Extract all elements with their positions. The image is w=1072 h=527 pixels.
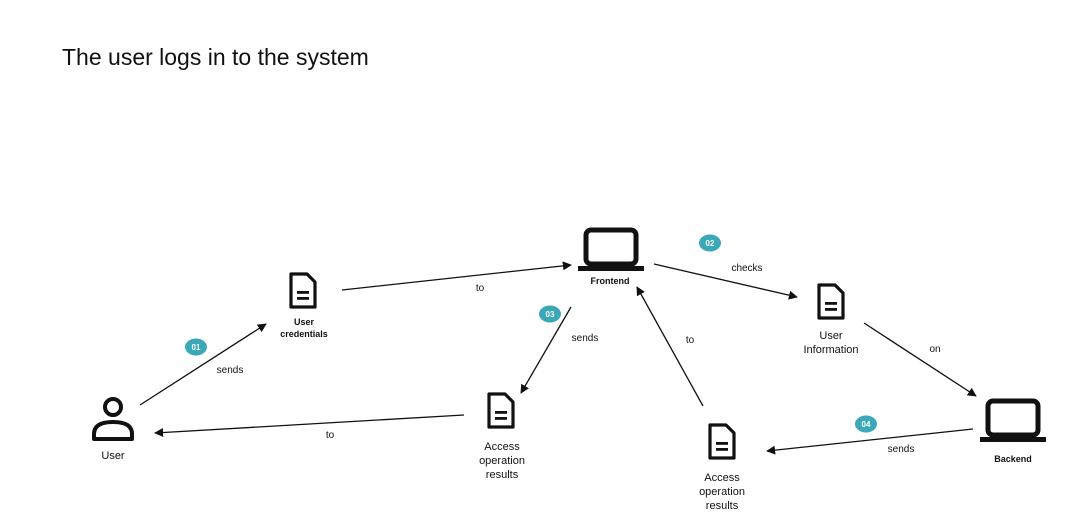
laptop-icon: [578, 230, 644, 271]
page-title: The user logs in to the system: [62, 44, 369, 70]
step-number: 01: [192, 343, 201, 352]
edge-credentials-to-frontend: to: [341, 261, 572, 294]
node-label-line: results: [706, 500, 739, 512]
edge-label-sends: sends: [217, 365, 244, 376]
edge-frontend-to-user-info: checks: [653, 263, 798, 300]
node-label-line: User: [819, 330, 843, 342]
edge-backend-to-access-results-2: sends: [766, 428, 974, 455]
node-frontend: Frontend: [578, 230, 644, 286]
node-label-line: Information: [803, 344, 858, 356]
document-icon: [817, 283, 845, 320]
step-number: 02: [706, 239, 715, 248]
node-user-information: User Information: [803, 283, 859, 356]
node-label-line: Access: [704, 472, 740, 484]
edge-label-to: to: [326, 430, 335, 441]
edge-user-info-to-backend: on: [863, 322, 977, 397]
edge-label-sends: sends: [572, 333, 599, 344]
node-label-line: results: [486, 469, 519, 481]
node-label-line: User: [294, 317, 315, 327]
node-access-results-2: Access operation results: [699, 423, 745, 512]
edge-label-to: to: [686, 335, 695, 346]
edge-access-results-1-to-user: to: [154, 414, 465, 441]
node-user-credentials: User credentials: [280, 272, 328, 339]
edge-label-sends: sends: [888, 444, 915, 455]
edge-frontend-to-access-results-1: sends: [520, 306, 599, 394]
document-icon: [708, 423, 736, 460]
node-label: User: [101, 450, 125, 462]
edge-access-results-2-to-frontend: to: [636, 286, 704, 407]
node-label-line: operation: [699, 486, 745, 498]
node-label-line: Access: [484, 441, 520, 453]
person-icon: [92, 397, 134, 441]
node-label-line: credentials: [280, 329, 328, 339]
node-backend: Backend: [980, 401, 1046, 464]
node-label: Frontend: [591, 276, 630, 286]
node-label-line: operation: [479, 455, 525, 467]
node-access-results-1: Access operation results: [479, 392, 525, 481]
document-icon: [289, 272, 317, 309]
step-badge-01: 01: [185, 338, 207, 356]
edge-label-on: on: [929, 344, 940, 355]
step-badge-03: 03: [539, 305, 561, 323]
edge-label-checks: checks: [731, 263, 762, 274]
laptop-icon: [980, 401, 1046, 442]
edge-label-to: to: [476, 283, 485, 294]
step-number: 04: [862, 420, 871, 429]
step-badge-04: 04: [855, 415, 877, 433]
node-label: Backend: [994, 454, 1032, 464]
edge-user-to-credentials: sends: [139, 323, 267, 406]
node-user: User: [92, 397, 134, 462]
step-badge-02: 02: [699, 234, 721, 252]
document-icon: [487, 392, 515, 429]
step-number: 03: [546, 310, 555, 319]
